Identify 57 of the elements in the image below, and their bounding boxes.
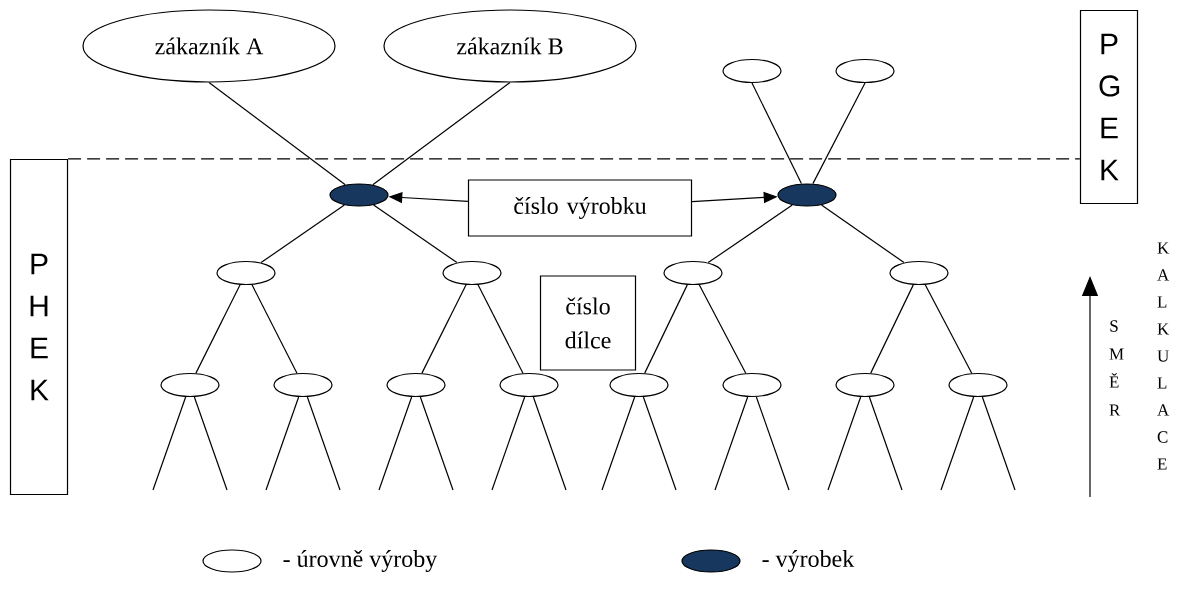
connector-line (152, 396, 187, 491)
label-box: číslo výrobku (467, 179, 693, 237)
level-ellipse (948, 372, 1008, 398)
connector-line (477, 284, 524, 374)
level-ellipse (160, 372, 220, 398)
connector-line (642, 396, 677, 491)
vertical-label-box: PGEK (1079, 9, 1139, 205)
level-ellipse (216, 260, 276, 286)
connector-line (981, 396, 1016, 491)
connector-line (698, 284, 747, 374)
connector-line (373, 204, 458, 264)
level-ellipse (889, 260, 949, 286)
connector-line (251, 284, 298, 374)
connector-line (306, 396, 341, 491)
product-ellipse (329, 183, 389, 207)
connector-line (260, 204, 345, 264)
connector-line (812, 82, 866, 185)
connector-line (644, 284, 688, 374)
connector-line (208, 82, 346, 186)
connector-line (265, 396, 300, 491)
level-ellipse (835, 58, 895, 84)
vertical-label: KALKULACE (1157, 242, 1170, 470)
vertical-label-box: PHEK (9, 158, 69, 496)
level-ellipse (663, 260, 723, 286)
product-ellipse (777, 183, 837, 207)
connector-line (924, 284, 973, 374)
connector-line (601, 396, 636, 491)
connector-line (940, 396, 975, 491)
connector-line (421, 284, 467, 374)
connector-line (827, 396, 862, 491)
legend-text: - úrovně výroby (283, 550, 438, 572)
connector-line (491, 396, 526, 491)
connector-line (532, 396, 567, 491)
level-ellipse (722, 58, 782, 84)
level-ellipse (722, 372, 782, 398)
connector-line (195, 284, 241, 374)
connector-line (820, 204, 905, 264)
legend-text: - výrobek (762, 550, 855, 572)
connector-line (755, 396, 790, 491)
connector-line (751, 82, 802, 185)
label-box: číslo dílce (539, 275, 637, 371)
connector-line (870, 284, 914, 374)
level-ellipse (609, 372, 669, 398)
level-ellipse (386, 372, 446, 398)
level-ellipse (442, 260, 502, 286)
level-ellipse (273, 372, 333, 398)
vertical-label: SMĚR (1109, 320, 1124, 416)
connector-line (372, 82, 511, 186)
connector-line (868, 396, 903, 491)
level-ellipse (835, 372, 895, 398)
connector-line (419, 396, 454, 491)
connector-line (193, 396, 228, 491)
connector-line (378, 396, 413, 491)
dashed-line (67, 158, 1081, 160)
connector-line (714, 396, 749, 491)
connector-line (707, 204, 793, 264)
level-ellipse (499, 372, 559, 398)
